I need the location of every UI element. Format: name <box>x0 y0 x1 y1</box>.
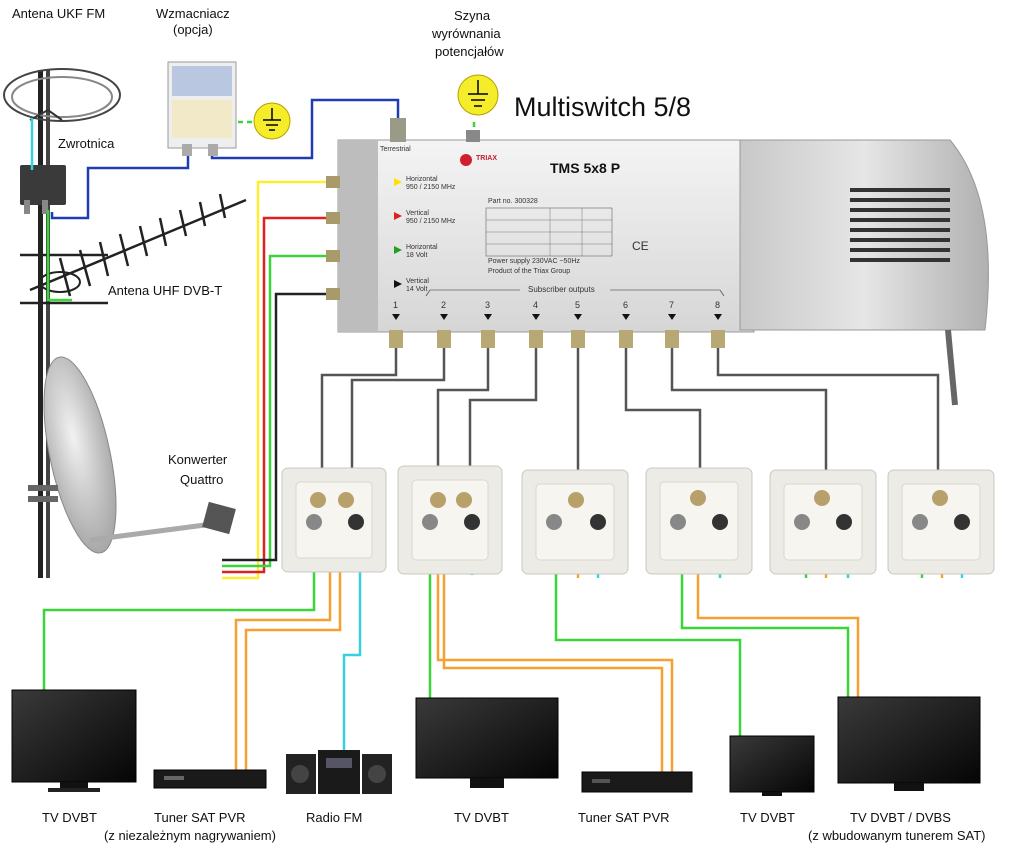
output-number: 5 <box>575 300 581 310</box>
sat-receiver-icon <box>153 769 267 789</box>
output-number: 2 <box>441 300 447 310</box>
input-label-4: Vertical <box>406 278 429 285</box>
tv-icon <box>11 689 137 792</box>
cables <box>30 98 964 772</box>
tv-icon <box>415 697 559 788</box>
amplifier-label: Wzmacniacz <box>156 6 230 21</box>
model-label: TMS 5x8 P <box>550 160 621 176</box>
diplexer-label: Zwrotnica <box>58 136 115 151</box>
input-band-3: 18 Volt <box>406 252 428 259</box>
output-number: 4 <box>533 300 539 310</box>
diplexer-icon <box>20 165 66 214</box>
output-number: 7 <box>669 300 675 310</box>
output-number: 8 <box>715 300 721 310</box>
wall-socket <box>887 469 995 575</box>
page-title: Multiswitch 5/8 <box>514 92 692 122</box>
busbar-ground-icon <box>457 74 499 116</box>
amplifier-note-label: (opcja) <box>173 22 213 37</box>
svg-text:CE: CE <box>632 239 649 253</box>
input-band-4: 14 Volt <box>406 286 428 293</box>
multiswitch-icon: CE <box>326 118 989 406</box>
subscriber-outputs-label: Subscriber outputs <box>528 285 595 294</box>
sat-receiver-icon <box>581 771 693 793</box>
terrestrial-label: Terrestrial <box>380 146 411 153</box>
device-label-tv1: TV DVBT <box>42 810 97 825</box>
radio-icon <box>286 750 392 794</box>
fm-antenna-label: Antena UKF FM <box>12 6 106 21</box>
wall-socket <box>521 469 629 575</box>
input-label-3: Horizontal <box>406 244 438 251</box>
wall-socket <box>769 469 877 575</box>
tv-icon <box>837 696 981 791</box>
busbar-label-line3: potencjałów <box>435 44 504 59</box>
device-label-tv2: TV DVBT <box>454 810 509 825</box>
device-label-tv3: TV DVBT <box>740 810 795 825</box>
wall-socket <box>281 467 387 573</box>
busbar-label-line2: wyrównania <box>432 26 501 41</box>
input-band-1: 950 / 2150 MHz <box>406 184 456 191</box>
power-supply-label: Power supply 230VAC ~50Hz <box>488 258 580 265</box>
input-band-2: 950 / 2150 MHz <box>406 218 456 225</box>
device-label-pvr1: Tuner SAT PVR <box>154 810 246 825</box>
device-label-pvr1-note: (z niezależnym nagrywaniem) <box>104 828 276 843</box>
fm-antenna-icon <box>3 68 121 122</box>
input-label-2: Vertical <box>406 210 429 217</box>
device-label-tv4: TV DVBT / DVBS <box>850 810 951 825</box>
manufacturer-label: Product of the Triax Group <box>488 268 571 275</box>
amplifier-icon <box>167 61 237 156</box>
brand-label: TRIAX <box>476 155 497 162</box>
part-number-label: Part no. 300328 <box>488 198 538 205</box>
output-number: 3 <box>485 300 491 310</box>
device-label-radio: Radio FM <box>306 810 363 825</box>
satellite-dish-icon <box>28 356 236 554</box>
ground-icon <box>253 102 291 140</box>
antenna-mast <box>38 70 50 578</box>
uhf-antenna-label: Antena UHF DVB-T <box>108 283 223 298</box>
busbar-label-line1: Szyna <box>454 8 491 23</box>
wall-socket <box>397 465 503 575</box>
input-label-1: Horizontal <box>406 176 438 183</box>
output-number: 6 <box>623 300 629 310</box>
device-label-pvr2: Tuner SAT PVR <box>578 810 670 825</box>
output-number: 1 <box>393 300 399 310</box>
lnb-label-line1: Konwerter <box>168 452 228 467</box>
tv-icon <box>729 735 815 796</box>
lnb-label-line2: Quattro <box>180 472 224 487</box>
uhf-antenna-icon <box>20 193 247 305</box>
device-label-tv4-note: (z wbudowanym tunerem SAT) <box>808 828 986 843</box>
wall-socket <box>645 467 753 575</box>
